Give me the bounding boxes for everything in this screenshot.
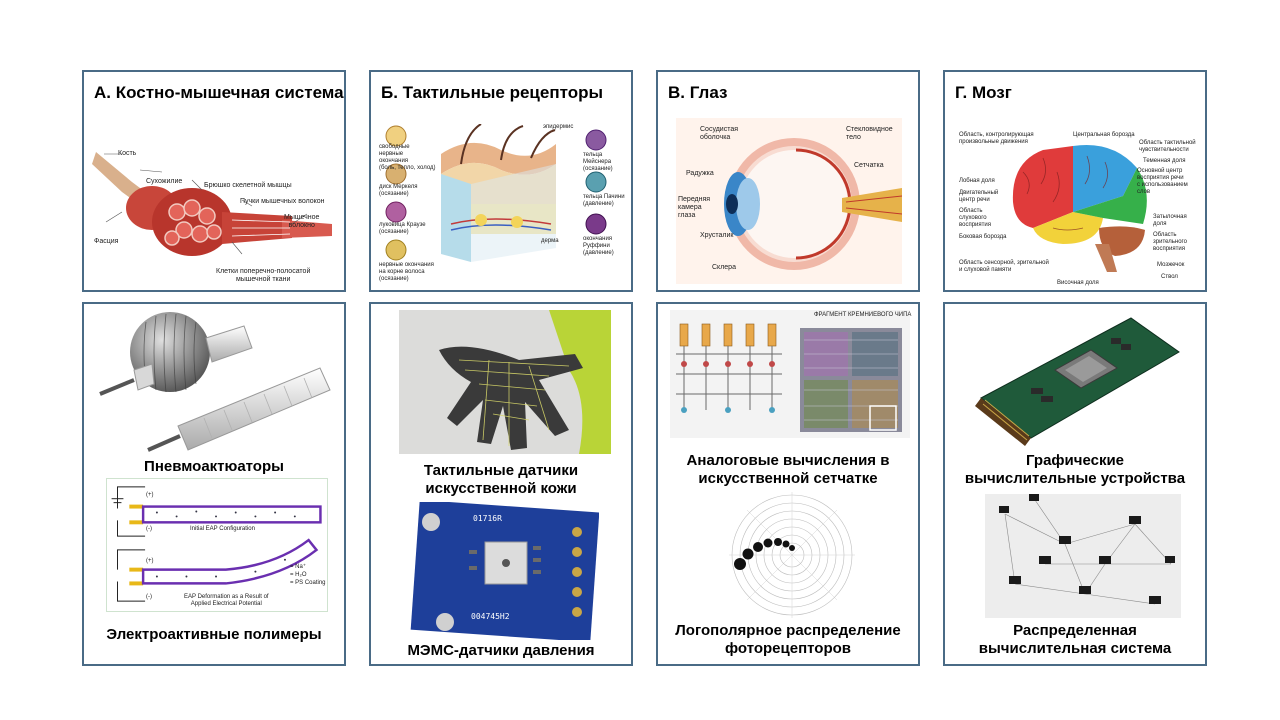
label-bone: Кость [118,150,137,157]
label-chip-fragment: ФРАГМЕНТ КРЕМНИЕВОГО ЧИПА [814,312,912,318]
caption-retina: Аналоговые вычисления в искусственной се… [686,452,890,487]
eap-legend-h2o: = H₂O [290,572,307,578]
label-lateral-sulcus: Боковая борозда [959,234,1007,240]
label-muscle-fiber: Мышечное волокно [284,214,320,229]
label-krause: луковица Краузе (осязание) [379,222,426,235]
label-visual: Область зрительного восприятия [1153,232,1187,252]
mems-board-label-bottom: 004745H2 [471,612,510,621]
label-fiber-bundles: Пучки мышечных волокон [240,198,325,205]
eap-plus-bottom: (+) [146,558,154,564]
panel-brain: Г. Мозг Область, контролирующая произвол… [943,70,1207,292]
panel-tactile-receptors: Б. Тактильные рецепторы [369,70,633,292]
label-memory-area: Область сенсорной, зрительной и слуховой… [959,260,1049,273]
label-speech-center: Основной центр восприятия речи с использ… [1137,168,1188,195]
eap-minus-bottom: (-) [146,594,152,600]
label-muscle-belly: Брюшко скелетной мышцы [204,182,292,189]
label-free-nerve-endings: свободные нервные окончания (боль, тепло… [379,144,436,171]
label-tendon: Сухожилие [146,178,183,185]
panel-title: Б. Тактильные рецепторы [381,83,603,102]
caption-mems: МЭМС-датчики давления [407,642,595,659]
label-hair-root-nerve: нервные окончания на корне волоса (осяза… [379,262,434,282]
panel-skin-sensors: Тактильные датчики искусственной кожи 01… [369,302,633,666]
label-iris: Радужка [686,170,714,177]
mems-board-label-top: 01716R [473,514,502,523]
label-brainstem: Ствол [1161,274,1178,280]
eap-legend-na: = Na⁺ [290,564,307,570]
label-temporal: Височная доля [1057,280,1099,286]
caption-pneumo: Пневмоактюаторы [144,458,284,475]
label-parietal: Теменная доля [1143,158,1186,164]
label-ruffini: окончания Руффини (давление) [583,236,614,256]
panel-actuators: Пневмоактюаторы (+) (-) Initial EAP Conf… [82,302,346,666]
label-epidermis: эпидермис [543,124,574,130]
muscle-illustration [92,142,338,288]
eap-deformation-label: EAP Deformation as a Result of Applied E… [184,594,269,607]
artificial-skin-glove-image [399,310,611,454]
panel-retina-computing: ФРАГМЕНТ КРЕМНИЕВОГО ЧИПА Аналоговые выч… [656,302,920,666]
caption-gpu: Графические вычислительные устройства [964,452,1186,487]
artificial-retina-circuit-image [670,310,910,438]
panel-title: В. Глаз [668,83,728,102]
label-striated-cells: Клетки поперечно-полосатой мышечной ткан… [216,268,311,283]
label-dermis: дерма [541,238,559,244]
receptor-circles-left [383,124,409,290]
label-pacini: тельца Пачини (давление) [583,194,625,207]
caption-logpolar: Логополярное распределение фоторецепторо… [675,622,901,657]
label-frontal: Лобная доля [959,178,995,184]
panel-eye: В. Глаз Сосудистая оболочка Стекловидное… [656,70,920,292]
label-fascia: Фасция [94,238,119,245]
label-meissner: тельца Мейснера (осязание) [583,152,613,172]
receptor-circles-right [583,124,609,264]
caption-eap: Электроактивные полимеры [106,626,322,643]
gpu-board-image [971,308,1183,448]
mems-sensor-image [409,502,599,640]
distributed-network-image [985,494,1181,618]
skin-illustration [431,124,561,264]
caption-distributed: Распределенная вычислительная система [978,622,1172,657]
label-cerebellum: Мозжечок [1157,262,1185,268]
panel-title: А. Костно-мышечная система [94,83,344,102]
eap-initial-label: Initial EAP Configuration [190,526,255,532]
label-tactile-area: Область тактильной чувствительности [1139,140,1196,153]
panel-computing-systems: Графические вычислительные устройства Ра… [943,302,1207,666]
label-occipital: Затылочная доля [1153,214,1187,227]
label-motor-speech: Двигательный центр речи [959,190,999,203]
logpolar-distribution-image [726,490,858,620]
eap-legend-ps: = PS Coating [290,580,326,586]
caption-skin: Тактильные датчики искусственной кожи [423,462,579,497]
pneumatic-actuator-image [94,308,334,454]
panel-title: Г. Мозг [955,83,1012,102]
label-sclera: Склера [712,264,736,271]
label-motor-area: Область, контролирующая произвольные дви… [959,132,1034,145]
label-retina: Сетчатка [854,162,884,169]
eap-minus-top: (-) [146,526,152,532]
label-vitreous: Стекловидное тело [846,126,893,141]
label-choroid: Сосудистая оболочка [700,126,739,141]
panel-musculoskeletal: А. Костно-мышечная система Кость Сухожил [82,70,346,292]
eap-plus-top: (+) [146,492,154,498]
label-anterior-chamber: Передняя камера глаза [678,196,711,219]
brain-illustration [1003,132,1153,272]
label-merkel: диск Меркеля (осязание) [379,184,418,197]
label-auditory: Область слухового восприятия [959,208,991,228]
eap-diagram [106,478,328,612]
eye-illustration [676,118,902,284]
label-lens: Хрусталик [700,232,734,239]
label-central-sulcus: Центральная борозда [1073,132,1135,138]
